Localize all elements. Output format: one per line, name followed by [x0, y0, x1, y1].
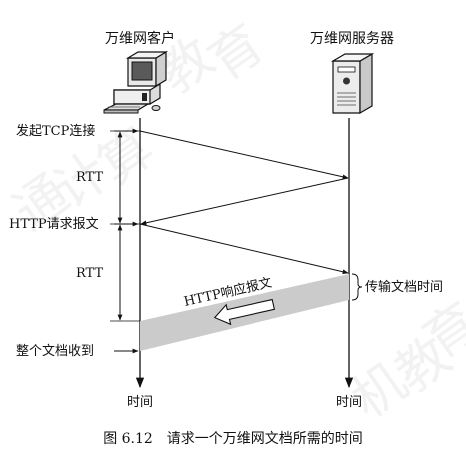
- rtt-bracket-1: [110, 130, 140, 225]
- rtt-label-1: RTT: [76, 170, 103, 185]
- response-direction-arrow: [213, 298, 276, 326]
- time-label-server: 时间: [336, 395, 362, 410]
- client-label: 万维网客户: [105, 30, 175, 47]
- server-tower-icon: [330, 52, 375, 115]
- http-request-arrow: [139, 223, 349, 275]
- tcp-synack-arrow: [140, 177, 349, 226]
- tcp-connect-label: 发起TCP连接: [16, 123, 95, 139]
- doc-received-label: 整个文档收到: [16, 344, 94, 359]
- figure-caption: 图 6.12 请求一个万维网文档所需的时间: [103, 431, 363, 447]
- transfer-time-brace: [351, 273, 363, 301]
- tcp-syn-arrow: [139, 130, 349, 180]
- time-label-client: 时间: [127, 395, 153, 410]
- http-request-label: HTTP请求报文: [9, 217, 99, 232]
- rtt-bracket-2: [110, 224, 140, 322]
- rtt-label-2: RTT: [76, 266, 103, 281]
- client-computer-icon: [103, 50, 169, 114]
- server-label: 万维网服务器: [310, 31, 394, 47]
- transfer-time-label: 传输文档时间: [365, 279, 443, 295]
